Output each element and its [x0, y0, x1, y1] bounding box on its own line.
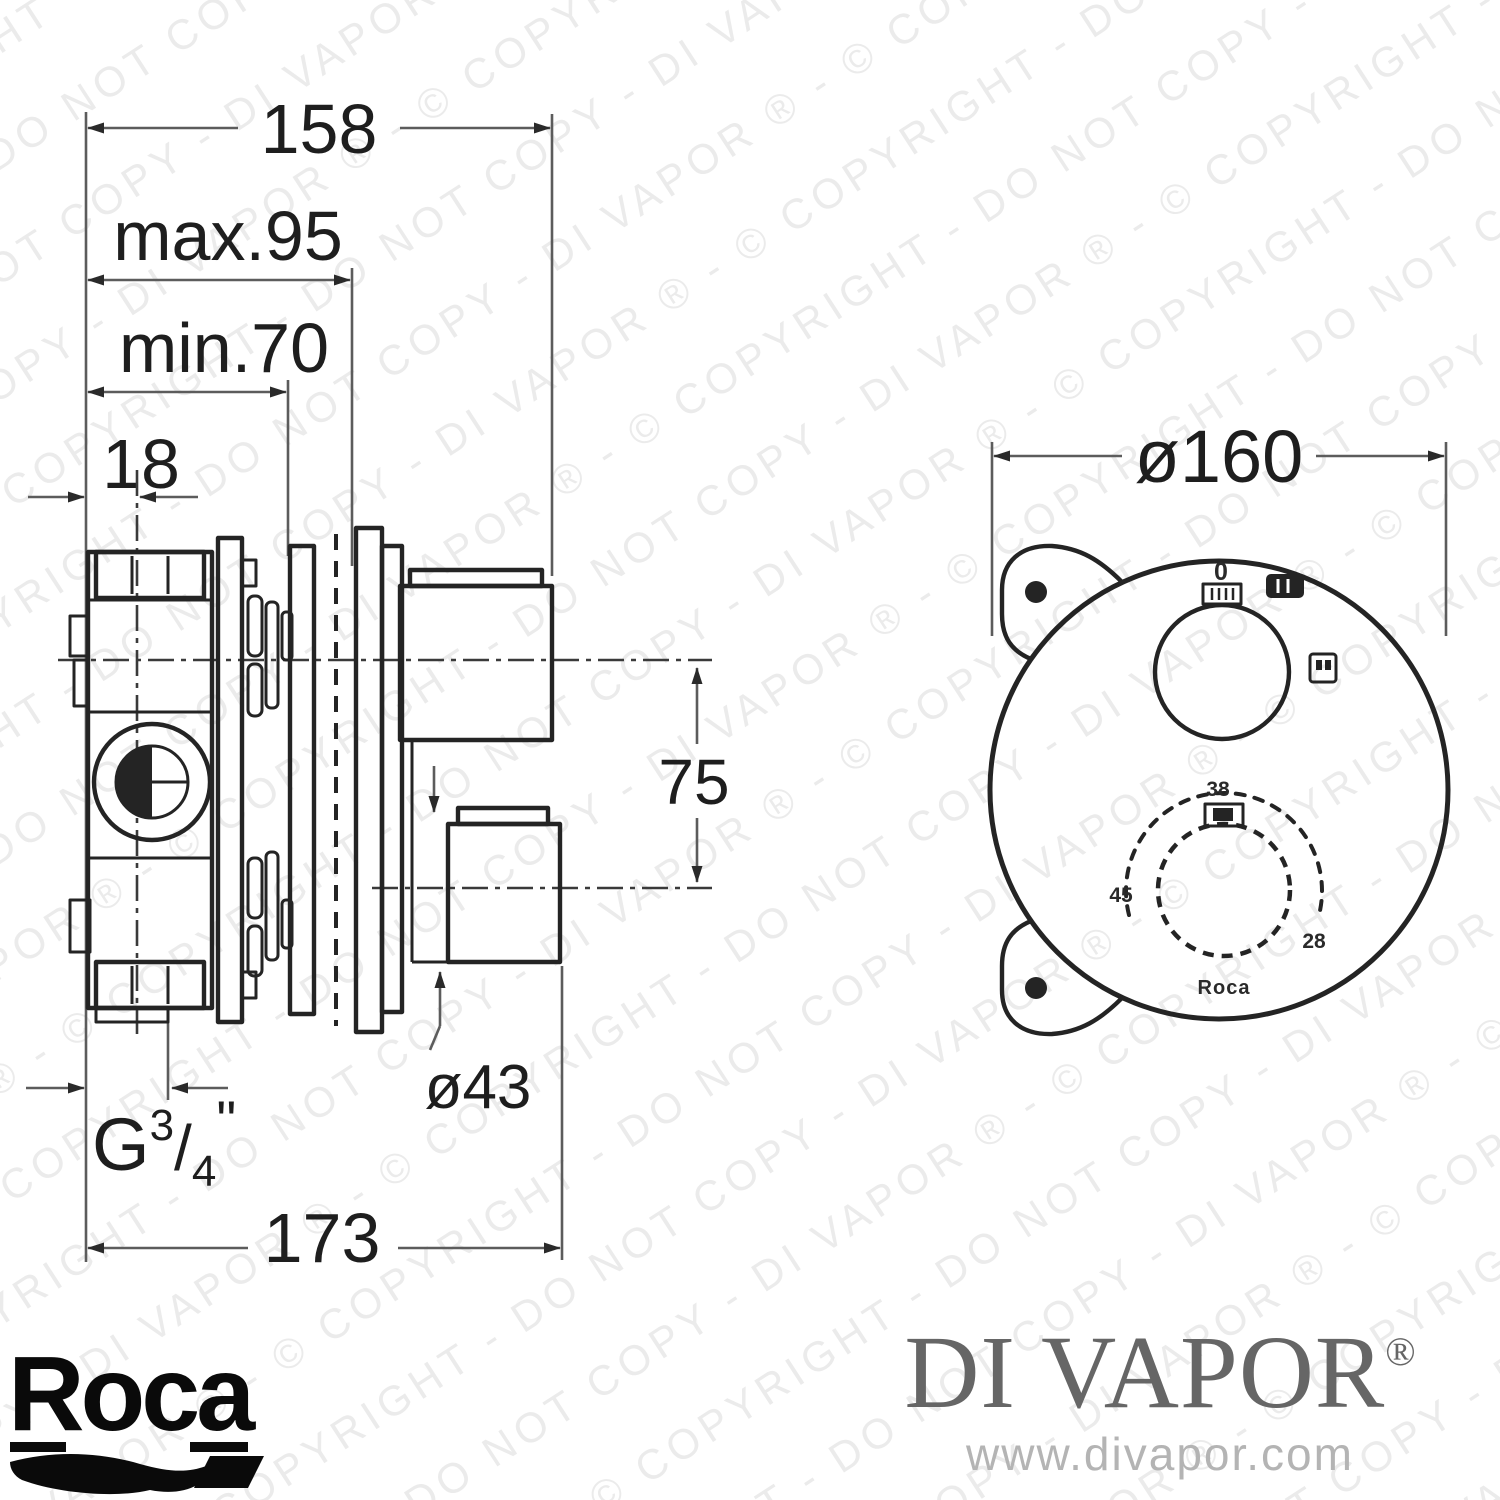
handshower-icon	[1308, 652, 1338, 684]
thermostat-knob: 38 45 28 Roca	[1109, 778, 1326, 999]
dim-min70: min.70	[87, 309, 329, 398]
bracket-screw-top	[1025, 581, 1047, 603]
dim-18-label: 18	[102, 425, 180, 503]
bottom-outlet-pipe	[445, 821, 563, 965]
front-view: ø160 0	[987, 415, 1451, 1037]
top-outlet-pipe	[397, 583, 555, 743]
dim-max95: max.95	[87, 197, 351, 286]
temperature-scale-arc	[1124, 790, 1324, 917]
bracket-screw-bottom	[1025, 977, 1047, 999]
faceplate-circle	[987, 558, 1451, 1022]
divapor-url: www.divapor.com	[966, 1428, 1354, 1481]
mounting-bracket	[999, 543, 1124, 1037]
dim-d160: ø160	[990, 415, 1448, 636]
escutcheon-plate	[353, 525, 385, 1035]
outlet-pipes	[397, 567, 563, 965]
dim-d43-label: ø43	[425, 1053, 532, 1122]
roca-logo: Roca	[8, 1330, 278, 1500]
dim-d43: ø43	[425, 766, 532, 1122]
temp-38-label: 38	[1206, 778, 1230, 801]
cartridge-circle	[91, 721, 213, 843]
dim-173-label: 173	[264, 1199, 381, 1277]
divapor-name: DI VAPOR®	[904, 1315, 1416, 1430]
roca-wave-bar	[194, 1456, 264, 1488]
mounting-plates	[215, 525, 405, 1035]
registered-mark: ®	[1385, 1329, 1416, 1374]
temp-45-label: 45	[1109, 884, 1133, 907]
dim-max95-label: max.95	[113, 197, 343, 275]
dim-g34: G3/4"	[26, 1082, 236, 1196]
dim-158: 158	[87, 90, 551, 168]
centerlines	[58, 470, 712, 1034]
dim-75: 75	[658, 667, 730, 883]
dim-18: 18	[28, 425, 198, 503]
temp-28-label: 28	[1302, 930, 1326, 953]
dim-173: 173	[87, 1199, 561, 1277]
diverter-zero-label: 0	[1214, 558, 1228, 586]
dim-min70-label: min.70	[119, 309, 329, 387]
divapor-logo: DI VAPOR® www.divapor.com	[828, 1318, 1492, 1481]
valve-body	[68, 549, 215, 1024]
shower-icon	[1266, 574, 1304, 598]
roca-wave	[10, 1453, 218, 1495]
roca-logo-text: Roca	[8, 1335, 256, 1453]
faceplate-brand-label: Roca	[1198, 977, 1251, 999]
thread-stub	[94, 1006, 170, 1024]
thread-size-label: G3/4"	[92, 1089, 236, 1196]
side-view: 158 max.95 min.70 18	[26, 90, 730, 1277]
diverter-knob: 0	[1152, 558, 1338, 742]
dim-158-label: 158	[261, 90, 378, 168]
dim-75-label: 75	[658, 746, 729, 818]
dim-d160-label: ø160	[1135, 415, 1304, 498]
